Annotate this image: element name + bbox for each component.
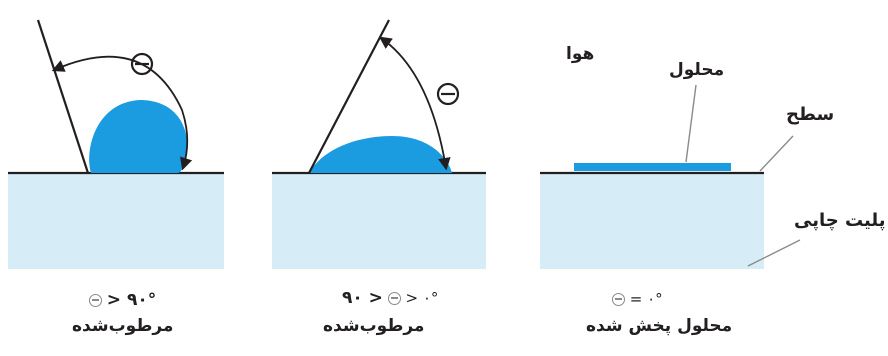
tangent-line-left [36,19,90,174]
air-label: هوا [566,44,595,64]
liquid-film [574,163,731,171]
droplet-medium [309,136,452,173]
panel-acute [272,19,486,269]
caption-obtuse: مرطوب‌شده [72,316,174,336]
plate-right [540,173,764,269]
droplet-large [89,100,188,173]
theta-icon [89,294,102,307]
angle-arc-middle [378,36,451,171]
plate-middle [272,173,486,269]
caption-spread: محلول پخش شده [586,316,733,336]
surface-label: سطح [786,104,835,125]
solution-label: محلول [669,60,725,80]
condition-obtuse: > ۹۰° [89,290,156,310]
leader-plate [747,239,801,267]
condition-spread: = ۰° [612,290,663,308]
condition-acute: ۹۰ > > ۰° [342,288,439,308]
theta-icon [436,82,460,106]
panel-spread [540,84,801,269]
leader-solution [685,84,697,163]
tangent-line-middle [308,19,390,174]
theta-icon [612,293,625,306]
caption-acute: مرطوب‌شده [323,316,425,336]
plate-label: پلیت چاپی [794,210,886,231]
angle-arc-left [51,55,193,171]
theta-icon [130,52,154,76]
theta-icon [387,292,401,305]
leader-surface [759,135,794,172]
plate-left [8,173,224,269]
panel-obtuse [8,19,224,269]
